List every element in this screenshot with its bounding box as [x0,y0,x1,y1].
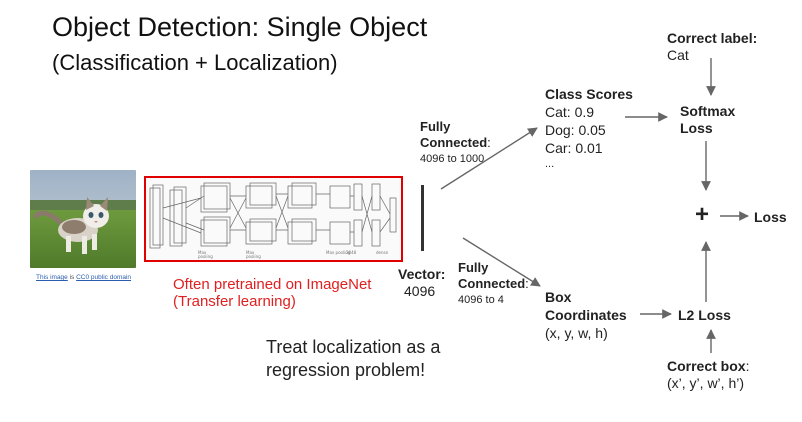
fc-bottom-line-2: Connected [458,276,526,291]
feature-vector-bar [421,185,424,251]
license-link[interactable]: CC0 public domain [76,274,132,281]
correct-label-value: Cat [667,47,689,63]
score-dog: Dog: 0.05 [545,122,606,138]
fc-bottom-label: Fully Connected: 4096 to 4 [458,260,529,308]
score-more: ... [545,158,555,170]
treat-note-line-1: Treat localization as a [266,337,441,357]
arrow-to-class-scores [440,127,538,190]
fc-top-line-2: Connected [420,135,488,150]
fc-top-size: 4096 to 1000 [420,153,485,165]
fc-top-colon: : [487,135,491,150]
box-heading-1: Box [545,289,572,305]
image-credit-text: is [67,274,77,281]
fc-bottom-size: 4096 to 4 [458,294,504,306]
correct-label: Correct label: Cat [667,30,757,64]
treat-note-line-2: regression problem! [266,360,426,380]
slide-title: Object Detection: Single Object [52,12,428,42]
l2-loss: L2 Loss [678,307,731,323]
correct-box: Correct box: (x’, y’, w’, h’) [667,358,749,392]
fc-bottom-colon: : [525,276,529,291]
svg-text:Max: Max [198,250,207,255]
score-cat: Cat: 0.9 [545,104,595,120]
score-car: Car: 0.01 [545,140,603,156]
class-scores-heading: Class Scores [545,86,633,102]
fc-bottom-line-1: Fully [458,260,489,275]
svg-text:pooling: pooling [198,254,213,259]
correct-box-heading: Correct box [667,358,746,374]
box-value: (x, y, w, h) [545,325,608,341]
correct-box-value: (x’, y’, w’, h’) [667,375,744,391]
svg-text:dense: dense [376,250,389,255]
image-credit: This image is CC0 public domain [36,274,131,281]
fc-top-line-1: Fully [420,119,451,134]
softmax-loss: Softmax Loss [680,103,735,137]
pretrained-note: Often pretrained on ImageNet (Transfer l… [173,276,371,310]
cat-photo [30,170,136,268]
box-heading-2: Coordinates [545,307,627,323]
svg-text:2048: 2048 [346,250,357,255]
correct-box-colon: : [745,358,750,374]
arrow-to-box-coords [462,237,541,287]
total-loss: Loss [754,209,787,225]
softmax-line-2: Loss [680,120,713,136]
image-credit-link[interactable]: This image [36,274,68,281]
fc-top-label: Fully Connected: 4096 to 1000 [420,119,491,167]
convnet-diagram: Max pooling Max pooling Max pooling 2048… [144,176,403,262]
treat-note: Treat localization as a regression probl… [266,336,440,382]
slide-subtitle: (Classification + Localization) [52,50,338,75]
plus-sign: + [695,201,710,228]
class-scores: Class Scores Cat: 0.9 Dog: 0.05 Car: 0.0… [545,85,633,171]
svg-text:Max: Max [246,250,255,255]
svg-text:pooling: pooling [246,254,261,259]
vector-size: 4096 [404,283,436,299]
pretrained-note-line-1: Often pretrained on ImageNet [173,276,372,293]
svg-text:Max pooling: Max pooling [326,250,351,255]
box-coordinates: Box Coordinates (x, y, w, h) [545,288,627,342]
correct-label-heading: Correct label: [667,30,758,46]
softmax-line-1: Softmax [680,103,736,119]
pretrained-note-line-2: (Transfer learning) [173,293,296,310]
vector-label: Vector: [398,266,446,282]
